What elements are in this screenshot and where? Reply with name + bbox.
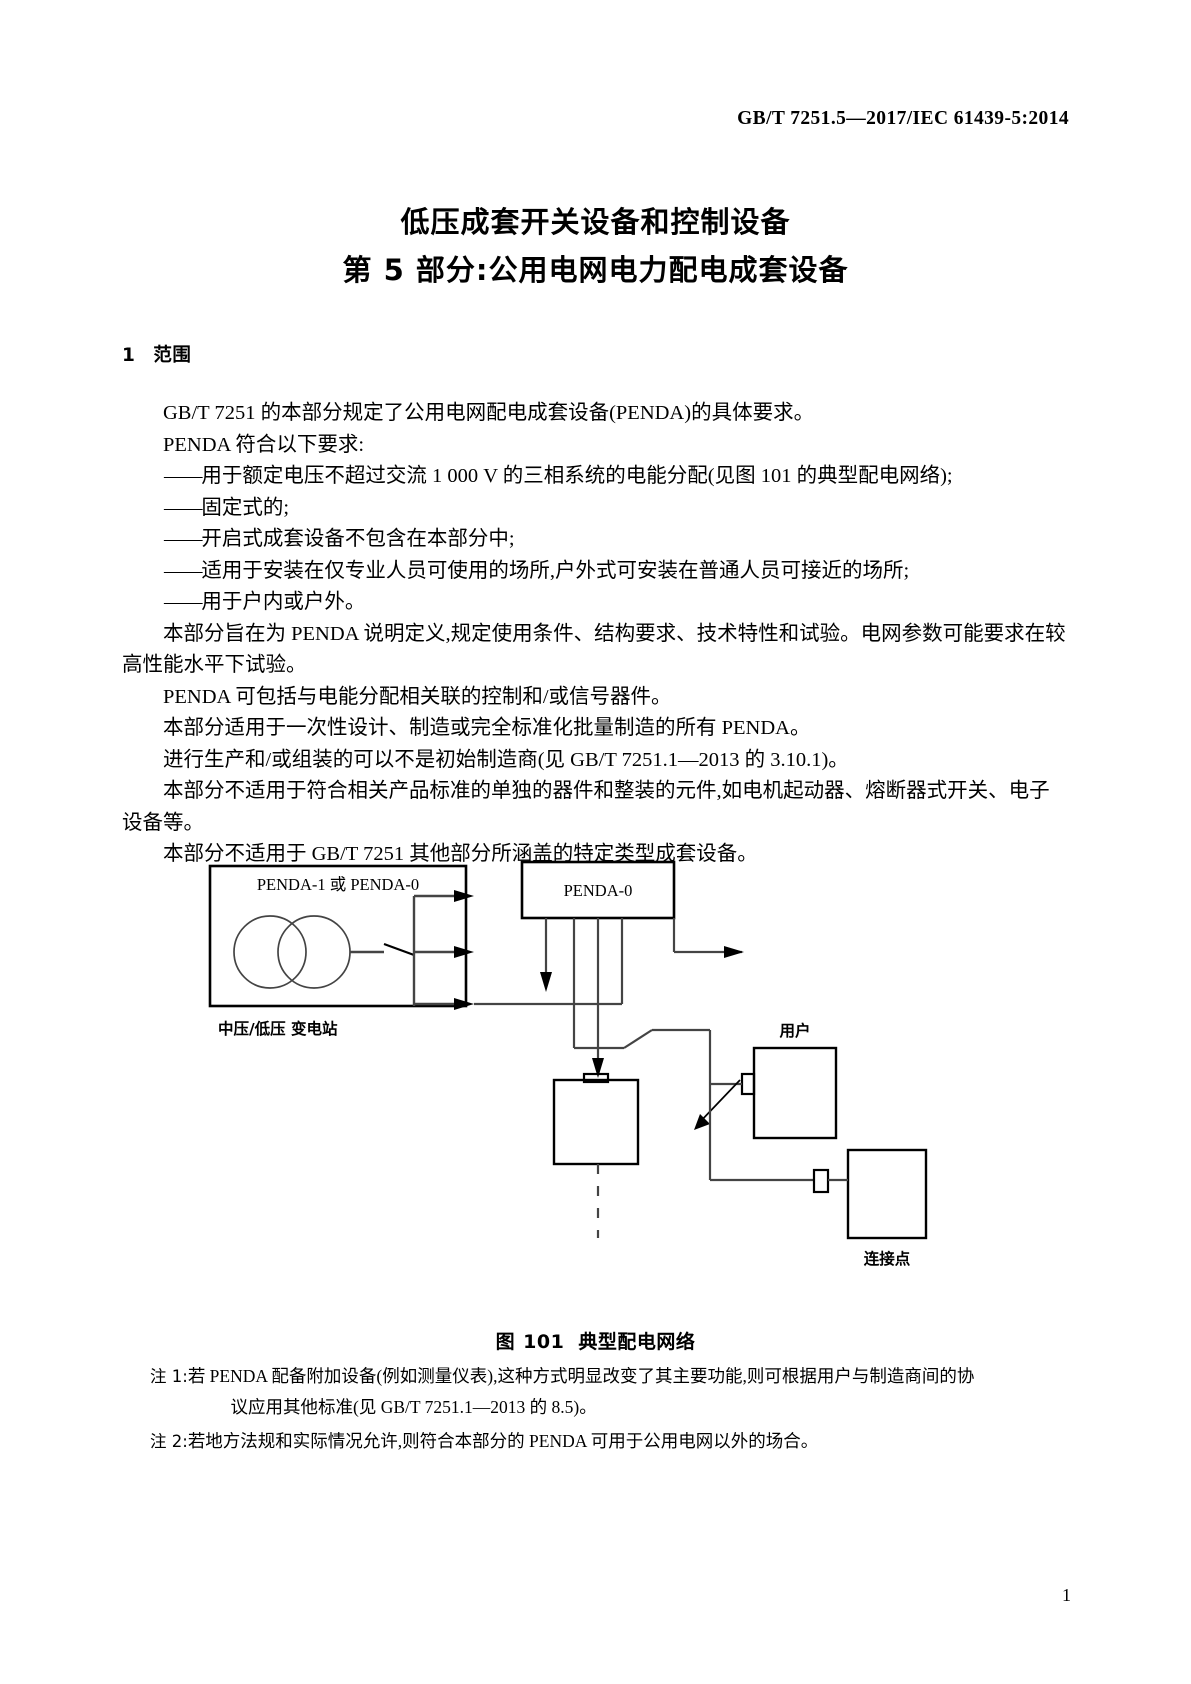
body-text: GB/T 7251 的本部分规定了公用电网配电成套设备(PENDA)的具体要求。… — [122, 398, 1070, 871]
substation-caption: 中压/低压 变电站 — [218, 1019, 338, 1038]
list-item-text: 适用于安装在仅专业人员可使用的场所,户外式可安装在普通人员可接近的场所; — [201, 559, 910, 582]
paragraph-8: 本部分不适用于 GB/T 7251 其他部分所涵盖的特定类型成套设备。 — [163, 843, 758, 865]
list-item-text: 开启式成套设备不包含在本部分中; — [201, 528, 515, 550]
consumer-box — [752, 1046, 838, 1140]
list-item-text: 用于额定电压不超过交流 1 000 V 的三相系统的电能分配(见图 101 的典… — [201, 465, 953, 487]
consumer-pointer — [697, 1079, 741, 1125]
clause-name: 范围 — [153, 345, 192, 366]
paragraph-3: 本部分旨在为 PENDA 说明定义,规定使用条件、结构要求、技术特性和试验。电网… — [122, 622, 1066, 677]
note-item-continuation: 议应用其他标准(见 GB/T 7251.1—2013 的 8.5)。 — [230, 1397, 597, 1417]
transformer-winding-primary-icon — [233, 915, 307, 989]
consumer-terminal — [740, 1072, 756, 1096]
list-item-text: 用于户内或户外。 — [201, 591, 366, 613]
paragraph-7: 本部分不适用于符合相关产品标准的单独的器件和整装的元件,如电机起动器、熔断器式开… — [122, 780, 1050, 834]
penda0-side-feeder-arrow-icon — [724, 946, 744, 958]
consumer-pointer-arrow-icon — [694, 1114, 710, 1130]
list-item: ——用于额定电压不超过交流 1 000 V 的三相系统的电能分配(见图 101 … — [122, 461, 1070, 493]
figure-caption-title: 典型配电网络 — [578, 1331, 696, 1353]
clause-number: 1 — [122, 345, 136, 366]
paragraph-1: GB/T 7251 的本部分规定了公用电网配电成套设备(PENDA)的具体要求。 — [163, 402, 815, 424]
page-number: 1 — [1062, 1585, 1071, 1605]
dash-marker: —— — [164, 559, 203, 582]
page-title: 低压成套开关设备和控制设备 第 5 部分:公用电网电力配电成套设备 — [0, 198, 1191, 294]
consumer-label: 用户 — [779, 1021, 810, 1040]
note-item: 注 1:若 PENDA 配备附加设备(例如测量仪表),这种方式明显改变了其主要功… — [150, 1362, 1050, 1391]
substation-enclosure — [208, 864, 468, 1008]
list-item: ——用于户内或户外。 — [122, 587, 1070, 619]
connection-point-label: 连接点 — [864, 1249, 911, 1268]
title-line-2: 第 5 部分:公用电网电力配电成套设备 — [342, 253, 849, 287]
paragraph-4: PENDA 可包括与电能分配相关联的控制和/或信号器件。 — [163, 685, 672, 708]
cabinet-branch-diagonal — [623, 1029, 653, 1049]
distribution-cabinet — [552, 1078, 640, 1166]
figure-caption-number: 101 — [523, 1331, 565, 1353]
dash-marker: —— — [164, 465, 203, 487]
dash-marker: —— — [164, 591, 203, 613]
note-label: 注 2: — [150, 1432, 188, 1451]
figure-101-diagram: PENDA-1 或 PENDA-0 中压/低压 变电站 PENDA-0 — [208, 860, 928, 1268]
transformer-winding-secondary-icon — [277, 915, 351, 989]
figure-caption: 图 101 典型配电网络 — [0, 1327, 1191, 1354]
paragraph-6: 进行生产和/或组装的可以不是初始制造商(见 GB/T 7251.1—2013 的… — [163, 748, 849, 771]
note-label: 注 1: — [150, 1367, 188, 1386]
note-text: 若 PENDA 配备附加设备(例如测量仪表),这种方式明显改变了其主要功能,则可… — [187, 1366, 975, 1386]
clause-heading: 1 范围 — [122, 341, 191, 367]
figure-101: PENDA-1 或 PENDA-0 中压/低压 变电站 PENDA-0 — [122, 852, 1070, 1322]
list-item: ——固定式的; — [122, 493, 1070, 525]
note-item: 注 2:若地方法规和实际情况允许,则符合本部分的 PENDA 可用于公用电网以外… — [150, 1427, 1050, 1456]
note-text: 若地方法规和实际情况允许,则符合本部分的 PENDA 可用于公用电网以外的场合。 — [187, 1431, 819, 1451]
penda0-box-label: PENDA-0 — [564, 881, 633, 900]
connection-point-box — [846, 1148, 928, 1240]
connection-point-terminal — [812, 1168, 830, 1194]
figure-caption-label: 图 — [495, 1331, 516, 1353]
switch-blade-icon — [383, 942, 415, 957]
feeder-arrow-3-icon — [454, 998, 474, 1010]
list-item: ——适用于安装在仅专业人员可使用的场所,户外式可安装在普通人员可接近的场所; — [122, 556, 1070, 588]
paragraph-5: 本部分适用于一次性设计、制造或完全标准化批量制造的所有 PENDA。 — [163, 717, 811, 739]
substation-box-label: PENDA-1 或 PENDA-0 — [257, 875, 419, 894]
dash-marker: —— — [164, 528, 203, 550]
notes-block: 注 1:若 PENDA 配备附加设备(例如测量仪表),这种方式明显改变了其主要功… — [150, 1362, 1050, 1458]
paragraph-2: PENDA 符合以下要求: — [163, 433, 365, 456]
running-header-standard-ref: GB/T 7251.5—2017/IEC 61439-5:2014 — [737, 108, 1069, 129]
feeder-arrow-1-icon — [454, 890, 474, 902]
feeder-arrow-2-icon — [454, 946, 474, 958]
list-item: ——开启式成套设备不包含在本部分中; — [122, 524, 1070, 556]
cabinet-feed-arrow-icon — [592, 1058, 604, 1078]
dash-marker: —— — [164, 496, 203, 519]
list-item-text: 固定式的; — [201, 496, 290, 519]
title-line-1: 低压成套开关设备和控制设备 — [400, 205, 791, 239]
penda0-outgoing-1-arrow-icon — [540, 972, 552, 992]
distribution-cabinet-terminal — [582, 1072, 610, 1084]
